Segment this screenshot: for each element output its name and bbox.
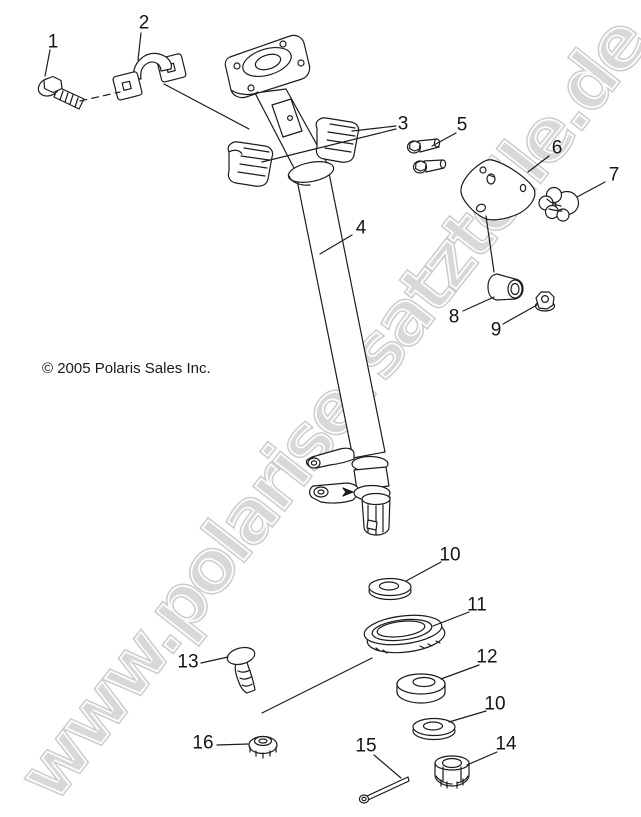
part-label-1: 1 — [47, 31, 59, 53]
part-label-15: 15 — [355, 735, 377, 757]
leader-line-6 — [527, 155, 550, 173]
leader-line-4 — [319, 234, 353, 255]
leader-line-2b — [163, 83, 250, 130]
leader-lines — [44, 32, 606, 779]
part-label-13: 13 — [177, 651, 199, 673]
copyright-notice: © 2005 Polaris Sales Inc. — [42, 360, 211, 377]
part-6-bracket-plate — [460, 159, 536, 221]
part-label-7: 7 — [608, 164, 620, 186]
part-10-washer-lower — [412, 717, 456, 741]
part-15-cotter-pin — [358, 776, 410, 804]
leader-line-15 — [373, 754, 402, 779]
part-label-14: 14 — [495, 733, 517, 755]
part-label-6: 6 — [551, 137, 563, 159]
leader-line-12 — [440, 664, 480, 680]
leader-line-10b — [448, 710, 487, 723]
leader-line-13 — [200, 656, 229, 664]
leader-line-6b — [485, 215, 495, 273]
part-9-flange-nut — [534, 291, 556, 312]
leader-line-8 — [462, 296, 495, 312]
leader-line-16 — [216, 743, 249, 746]
part-2-clamp — [112, 52, 187, 101]
part-3-clamp-left-half — [227, 141, 274, 187]
leader-line-7 — [576, 181, 606, 198]
part-label-16: 16 — [192, 732, 214, 754]
part-label-8: 8 — [448, 306, 460, 328]
part-16-lock-nut — [248, 735, 278, 759]
part-12-spacer — [396, 673, 446, 704]
part-4-steering-shaft — [224, 34, 391, 536]
part-label-5: 5 — [456, 114, 468, 136]
leader-line-10a — [405, 561, 442, 582]
leader-line-11 — [432, 611, 470, 627]
part-3-clamp-right-half — [315, 117, 360, 163]
leader-line-3a — [351, 125, 397, 132]
part-10-washer-upper — [368, 577, 412, 601]
part-11-dished-plate — [363, 614, 446, 654]
part-label-10b: 10 — [484, 693, 506, 715]
part-label-11: 11 — [467, 594, 487, 616]
part-label-4: 4 — [355, 217, 367, 239]
part-7-lobed-nut — [538, 186, 580, 222]
part-8-bushing — [487, 273, 524, 301]
part-1-hex-bolt — [37, 75, 85, 110]
part-14-castle-nut — [434, 755, 470, 789]
part-5-bolts — [406, 138, 447, 174]
leader-line-9 — [502, 304, 538, 325]
leader-line-2 — [137, 32, 142, 61]
leader-line-5 — [431, 132, 457, 147]
part-label-3: 3 — [397, 113, 409, 135]
leader-line-1 — [44, 49, 51, 77]
part-label-9: 9 — [490, 319, 502, 341]
assembly-axis-line — [261, 657, 373, 714]
dashed-alignment-line — [79, 91, 121, 102]
part-label-12: 12 — [476, 646, 498, 668]
part-13-carriage-bolt — [226, 646, 256, 694]
leader-line-14 — [466, 751, 498, 766]
part-label-10a: 10 — [439, 544, 461, 566]
leader-line-3b — [261, 128, 397, 163]
part-label-2: 2 — [138, 12, 150, 34]
